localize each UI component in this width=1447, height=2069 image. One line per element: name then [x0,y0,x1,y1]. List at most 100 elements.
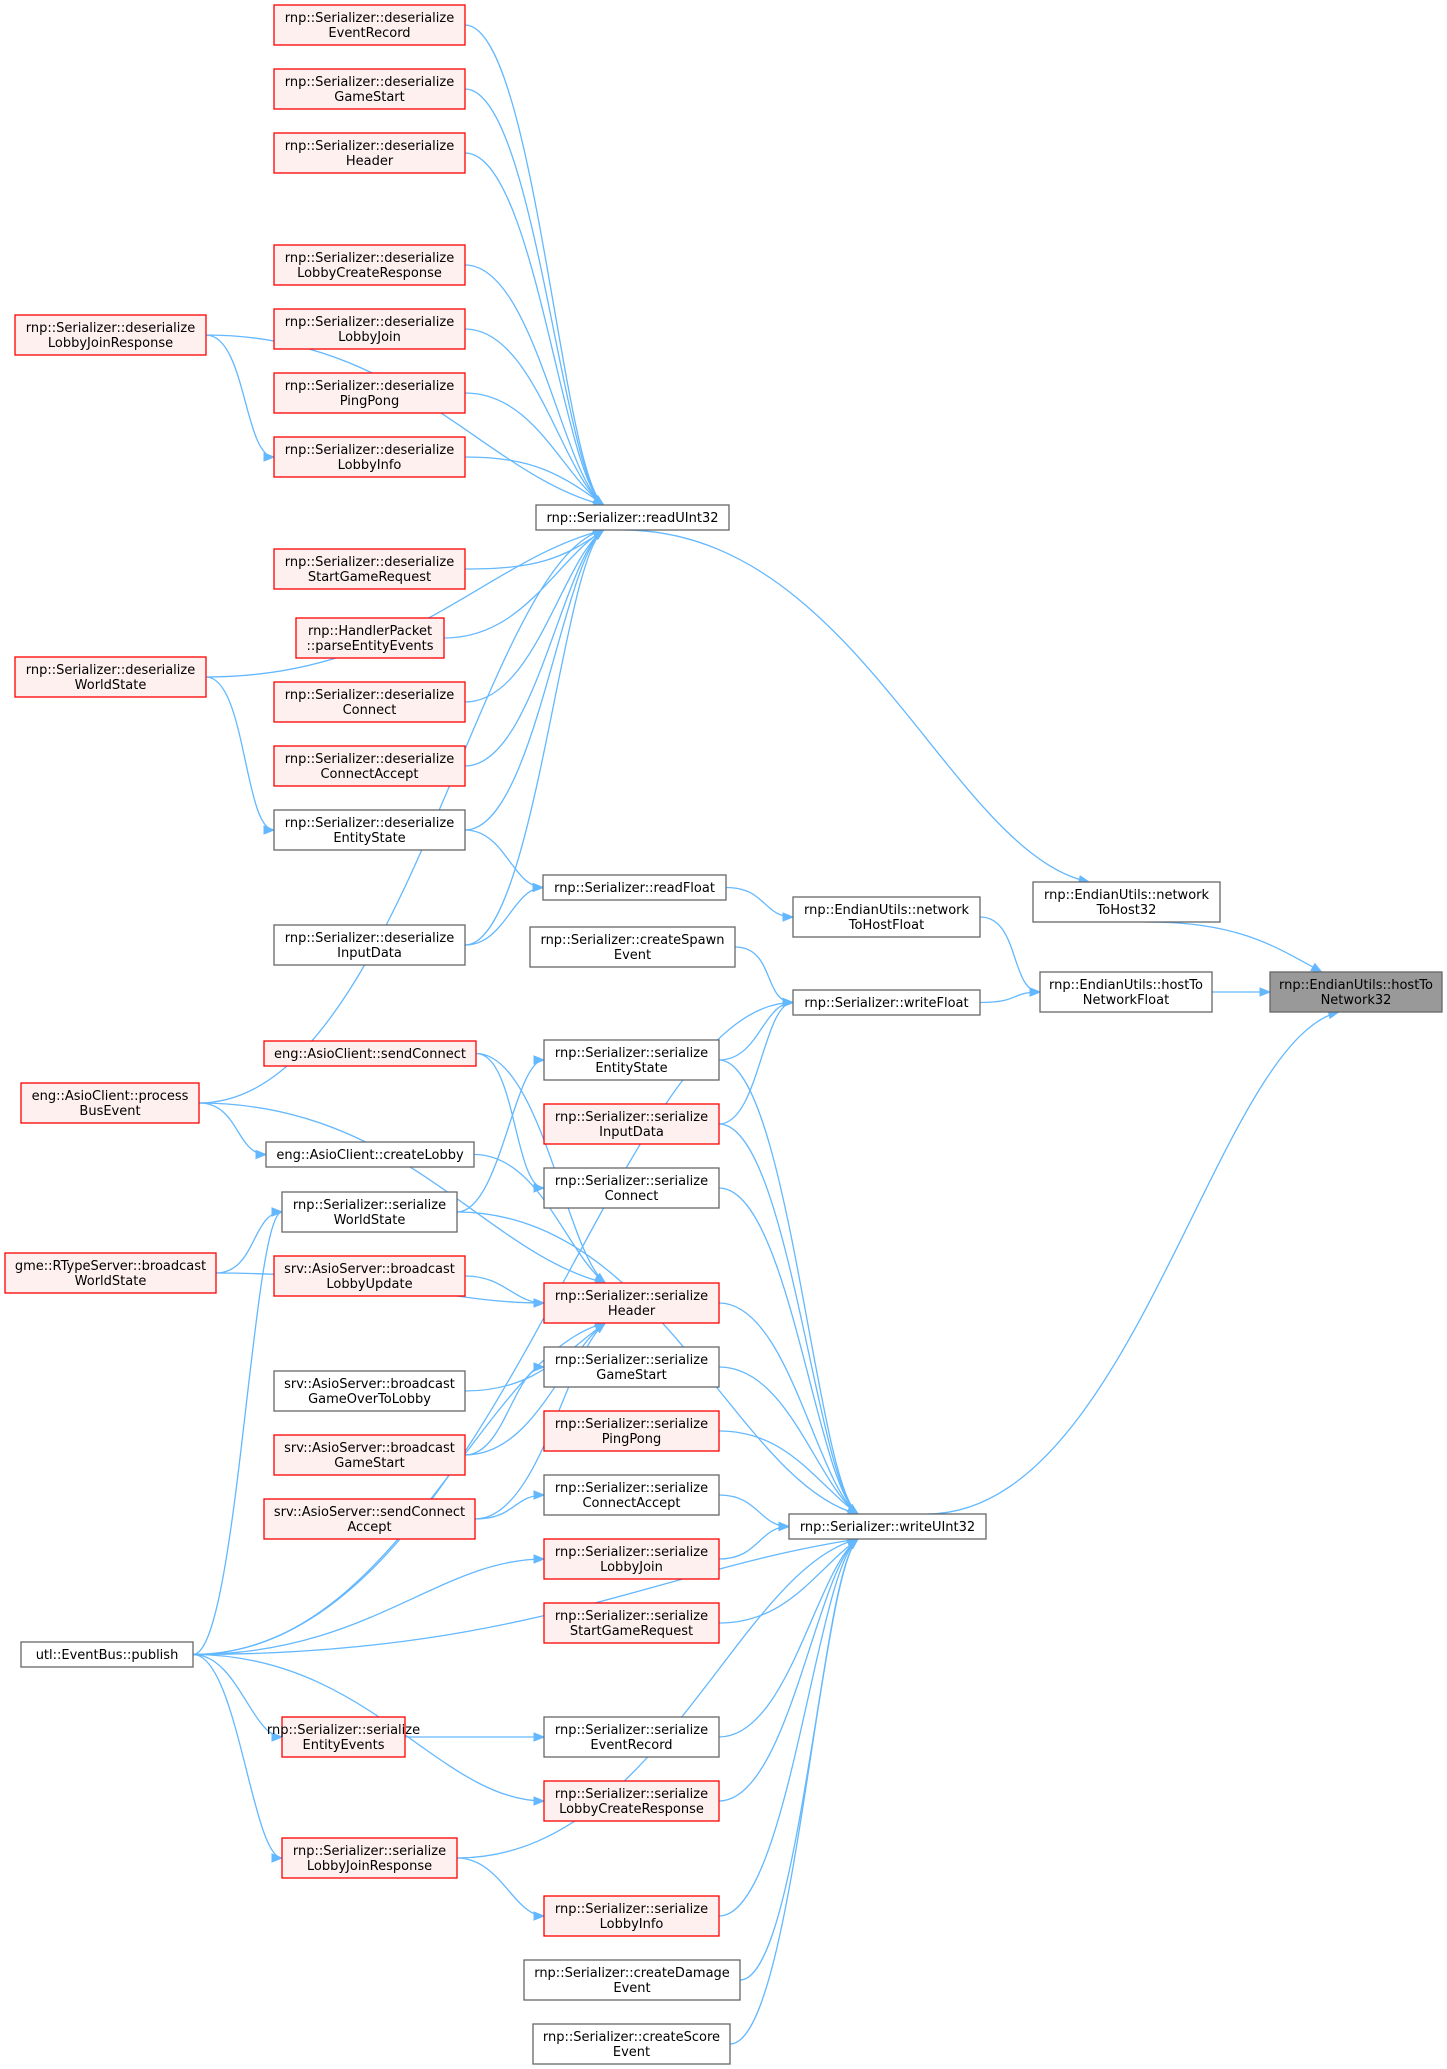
node-box[interactable] [273,745,466,787]
node-box[interactable] [273,1255,466,1297]
graph-node-dConnectAccept[interactable]: rnp::Serializer::deserializeConnectAccep… [273,745,466,787]
graph-node-sLobbyCreateResponse[interactable]: rnp::Serializer::serializeLobbyCreateRes… [543,1780,720,1822]
node-box[interactable] [543,1538,720,1580]
node-box[interactable] [523,1959,741,2001]
node-box[interactable] [543,1039,720,1081]
node-box[interactable] [273,809,466,851]
graph-node-readUInt32[interactable]: rnp::Serializer::readUInt32 [535,504,730,531]
graph-node-writeFloat[interactable]: rnp::Serializer::writeFloat [792,989,981,1016]
node-box[interactable] [281,1716,406,1758]
node-box[interactable] [529,926,736,968]
node-box[interactable] [14,314,207,356]
graph-node-parseEntityEvents[interactable]: rnp::HandlerPacket::parseEntityEvents [295,617,445,659]
node-box[interactable] [273,68,466,110]
graph-node-writeUInt32[interactable]: rnp::Serializer::writeUInt32 [788,1513,987,1540]
node-box[interactable] [543,1895,720,1937]
node-box[interactable] [543,1602,720,1644]
graph-node-publish[interactable]: utl::EventBus::publish [20,1641,194,1668]
node-box[interactable] [263,1498,476,1540]
graph-node-dStartGameRequest[interactable]: rnp::Serializer::deserializeStartGameReq… [273,548,466,590]
node-box[interactable] [273,4,466,46]
node-box[interactable] [543,1346,720,1388]
node-box[interactable] [1039,971,1213,1013]
node-box[interactable] [273,244,466,286]
node-box[interactable] [543,1716,720,1758]
node-box[interactable] [543,1410,720,1452]
graph-node-sStartGameRequest[interactable]: rnp::Serializer::serializeStartGameReque… [543,1602,720,1644]
node-box[interactable] [273,924,466,966]
node-box[interactable] [20,1082,200,1124]
node-box[interactable] [273,132,466,174]
node-box[interactable] [20,1641,194,1668]
node-box[interactable] [535,504,730,531]
node-box[interactable] [542,874,727,901]
node-box[interactable] [273,1370,466,1412]
node-box[interactable] [792,989,981,1016]
graph-node-createLobby[interactable]: eng::AsioClient::createLobby [265,1141,475,1168]
node-box[interactable] [543,1780,720,1822]
node-box[interactable] [792,896,981,938]
graph-node-dLobbyCreateResponse[interactable]: rnp::Serializer::deserializeLobbyCreateR… [273,244,466,286]
graph-node-sLobbyJoinResponse[interactable]: rnp::Serializer::serializeLobbyJoinRespo… [281,1837,458,1879]
node-box[interactable] [532,2023,731,2065]
node-box[interactable] [273,308,466,350]
node-box[interactable] [273,548,466,590]
node-box[interactable] [273,436,466,478]
node-box[interactable] [281,1191,458,1233]
node-box[interactable] [281,1837,458,1879]
node-box[interactable] [543,1103,720,1145]
node-box[interactable] [543,1282,720,1324]
node-box[interactable] [14,656,207,698]
node-box[interactable] [273,681,466,723]
node-box[interactable] [543,1474,720,1516]
graph-node-bGameOverToLobby[interactable]: srv::AsioServer::broadcastGameOverToLobb… [273,1370,466,1412]
node-box[interactable] [273,372,466,414]
node-box[interactable] [788,1513,987,1540]
node-box[interactable] [295,617,445,659]
graph-node-dLobbyJoinResponse[interactable]: rnp::Serializer::deserializeLobbyJoinRes… [14,314,207,356]
node-box[interactable] [263,1040,477,1067]
node-box[interactable] [273,1434,466,1476]
node-box[interactable] [1032,881,1221,923]
graph-node-sendConnect[interactable]: eng::AsioClient::sendConnect [263,1040,477,1067]
node-box[interactable] [1269,971,1443,1013]
node-box[interactable] [543,1167,720,1209]
graph-node-readFloat[interactable]: rnp::Serializer::readFloat [542,874,727,901]
node-box[interactable] [265,1141,475,1168]
node-box[interactable] [4,1252,217,1294]
